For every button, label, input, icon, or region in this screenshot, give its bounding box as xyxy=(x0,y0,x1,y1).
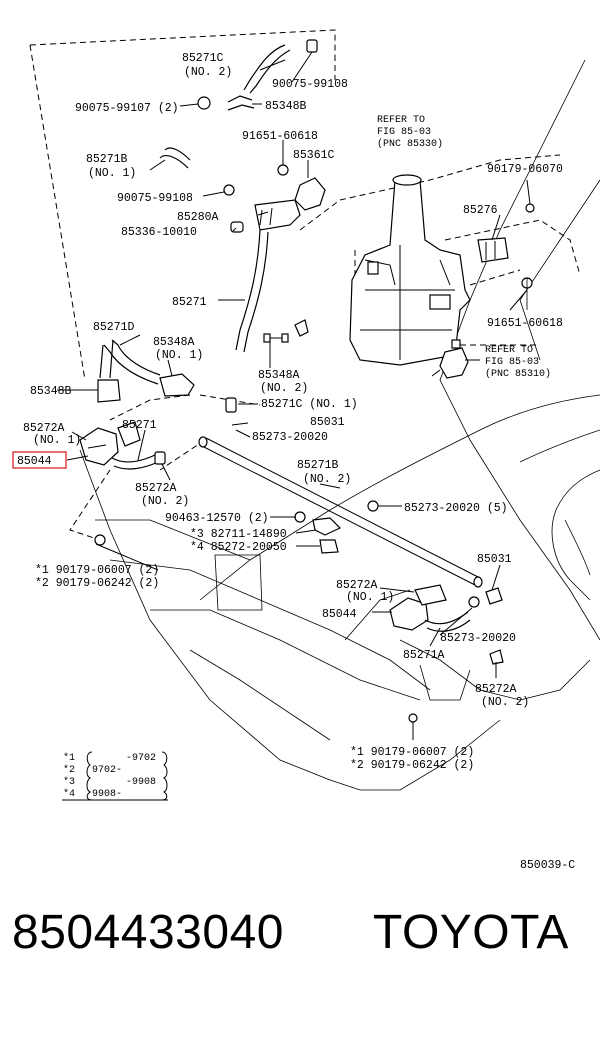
label-85271b-no2[interactable]: 85271B xyxy=(297,459,339,472)
label-85271c-no2-sub: (NO. 2) xyxy=(184,66,232,79)
label-85271b-no2-sub: (NO. 2) xyxy=(303,473,351,486)
nozzle-85044-right xyxy=(389,584,504,723)
label-85271b-no1[interactable]: 85271B xyxy=(86,153,128,166)
label-85348a-no1-sub: (NO. 1) xyxy=(155,349,203,362)
part-85276-bracket xyxy=(477,203,535,310)
label-85273-20020-5[interactable]: 85273-20020 (5) xyxy=(404,502,508,515)
highlight-box-85044 xyxy=(12,451,67,469)
label-85280a[interactable]: 85280A xyxy=(177,211,219,224)
label-85271c-no2[interactable]: 85271C xyxy=(182,52,224,65)
washer-pump xyxy=(431,339,469,379)
label-85272a-no1-left-sub: (NO. 1) xyxy=(33,434,81,447)
label-85348a-no1[interactable]: 85348A xyxy=(153,336,195,349)
label-85348b-top[interactable]: 85348B xyxy=(265,100,307,113)
refer-bot-line1: REFER TO xyxy=(485,345,533,356)
label-85272a-no2-left[interactable]: 85272A xyxy=(135,482,177,495)
label-85272a-no1-mid-sub: (NO. 1) xyxy=(346,591,394,604)
label-85272a-no1-mid[interactable]: 85272A xyxy=(336,579,378,592)
label-85348b-left[interactable]: 85348B xyxy=(30,385,72,398)
label-85272a-no2-right-sub: (NO. 2) xyxy=(481,696,529,709)
label-85044-highlight[interactable]: 85044 xyxy=(17,455,52,468)
figure-code: 850039-C xyxy=(520,859,575,872)
legend-table: *1 *2 *3 *4 -9702 9702- -9908 9908- xyxy=(62,751,168,801)
label-85271a[interactable]: 85271A xyxy=(403,649,445,662)
label-85336-10010[interactable]: 85336-10010 xyxy=(121,226,197,239)
label-85272a-no2-right[interactable]: 85272A xyxy=(475,683,517,696)
nozzle-85044-left xyxy=(79,421,166,470)
hoses-upper xyxy=(159,39,326,233)
legend-4-val: 9908- xyxy=(92,789,122,800)
label-85272-20050[interactable]: *4 85272-20050 xyxy=(190,541,287,554)
label-91651-60618-top[interactable]: 91651-60618 xyxy=(242,130,318,143)
label-90179-06242-left[interactable]: *2 90179-06242 (2) xyxy=(35,577,159,590)
label-90075-99108-mid[interactable]: 90075-99108 xyxy=(117,192,193,205)
label-85276[interactable]: 85276 xyxy=(463,204,498,217)
hose-85271 xyxy=(235,229,309,353)
label-90179-06242-right[interactable]: *2 90179-06242 (2) xyxy=(350,759,474,772)
label-91651-60618-right[interactable]: 91651-60618 xyxy=(487,317,563,330)
legend-1-key: *1 xyxy=(63,752,75,764)
leader-lines xyxy=(57,51,531,740)
legend-2-key: *2 xyxy=(63,764,75,776)
label-85044-mid[interactable]: 85044 xyxy=(322,608,357,621)
refer-bot-line3: (PNC 85310) xyxy=(485,368,551,380)
label-90179-06070[interactable]: 90179-06070 xyxy=(487,163,563,176)
label-90179-06007-left[interactable]: *1 90179-06007 (2) xyxy=(35,564,159,577)
label-85271[interactable]: 85271 xyxy=(172,296,207,309)
legend-3-key: *3 xyxy=(63,776,75,788)
legend-1-val: -9702 xyxy=(126,753,156,764)
dashed-boundaries xyxy=(29,29,581,541)
legend-bracket xyxy=(86,751,93,801)
label-85272a-no2-left-sub: (NO. 2) xyxy=(141,495,189,508)
label-85348a-no2[interactable]: 85348A xyxy=(258,369,300,382)
label-85271c-no1[interactable]: 85271C (NO. 1) xyxy=(261,398,358,411)
label-85031-right[interactable]: 85031 xyxy=(477,553,512,566)
part-number: 8504433040 xyxy=(12,906,284,959)
label-85273-20020-bot[interactable]: 85273-20020 xyxy=(440,632,516,645)
label-90179-06007-right[interactable]: *1 90179-06007 (2) xyxy=(350,746,474,759)
label-85031-top[interactable]: 85031 xyxy=(310,416,345,429)
label-85271b-no1-sub: (NO. 1) xyxy=(88,167,136,180)
brand-name: TOYOTA xyxy=(373,906,569,959)
legend-3-val: -9908 xyxy=(126,777,156,788)
hose-85271d xyxy=(97,339,237,413)
label-82711-14890[interactable]: *3 82711-14890 xyxy=(190,528,287,541)
part-labels: 85271C (NO. 2) 90075-99108 90075-99107 (… xyxy=(12,52,563,772)
label-85273-20020-top[interactable]: 85273-20020 xyxy=(252,431,328,444)
label-90075-99108-top[interactable]: 90075-99108 xyxy=(272,78,348,91)
label-90075-99107[interactable]: 90075-99107 (2) xyxy=(75,102,179,115)
label-85272a-no1-left[interactable]: 85272A xyxy=(23,422,65,435)
legend-4-key: *4 xyxy=(63,788,75,800)
legend-bracket-right xyxy=(161,751,168,801)
refer-top-line2: FIG 85-03 xyxy=(377,127,431,138)
label-90463-12570[interactable]: 90463-12570 (2) xyxy=(165,512,269,525)
label-85271-left[interactable]: 85271 xyxy=(122,419,157,432)
car-body-outline xyxy=(79,59,600,791)
label-85271d[interactable]: 85271D xyxy=(93,321,135,334)
washer-tank xyxy=(349,174,471,366)
refer-bot-line2: FIG 85-03 xyxy=(485,357,539,368)
legend-2-val: 9702- xyxy=(92,765,122,776)
clips xyxy=(94,500,379,554)
refer-top-line1: REFER TO xyxy=(377,115,425,126)
refer-top-line3: (PNC 85330) xyxy=(377,138,443,150)
label-85348a-no2-sub: (NO. 2) xyxy=(260,382,308,395)
footer: 8504433040 TOYOTA xyxy=(0,905,600,985)
label-85361c[interactable]: 85361C xyxy=(293,149,335,162)
hose-85271b-long xyxy=(198,436,483,588)
